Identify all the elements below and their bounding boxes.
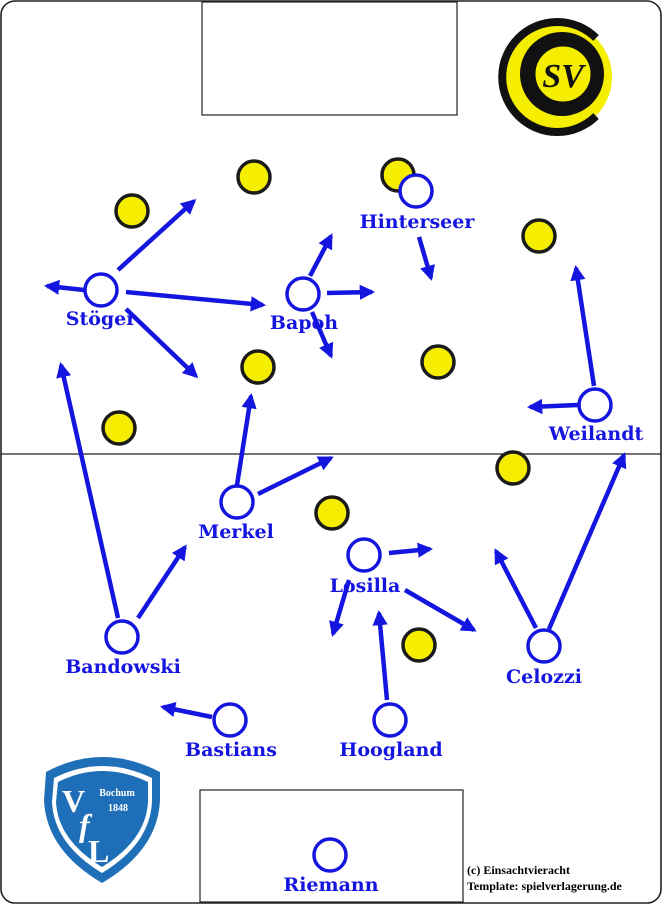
player-name-weilandt: Weilandt [548,423,644,445]
player-labels: Stöger Bapoh Hinterseer Weilandt Merkel … [65,211,643,896]
run-arrow [160,701,213,720]
player-name-riemann: Riemann [283,874,378,896]
player-name-hinterseer: Hinterseer [360,211,476,233]
opponent-player [240,349,276,385]
run-arrow [43,279,85,295]
credits: (c) Einsachtvieracht Template: spielverl… [467,863,623,893]
player-marker-bastians [212,702,248,738]
movement-arrows [43,198,627,720]
player-marker-celozzi [526,628,562,664]
player-marker-stoeger [83,272,119,308]
vfl-crest-name: Bochum [99,788,135,799]
run-arrow [372,609,390,701]
opponent-player [314,495,350,531]
player-marker-hinterseer [398,173,434,209]
opponent-player [236,159,272,195]
run-arrow [416,236,435,281]
top-goal-area [201,1,458,116]
credit-author: (c) Einsachtvieracht [467,863,570,877]
player-name-celozzi: Celozzi [506,666,582,688]
vfl-crest-letter-l: L [88,833,109,869]
player-name-bastians: Bastians [185,739,277,761]
home-players [83,173,613,873]
credit-template: Template: spielverlagerung.de [467,879,623,893]
run-arrow [570,264,597,387]
run-arrow [116,198,197,272]
player-name-bandowski: Bandowski [65,656,181,678]
sv-crest-text: SV [542,58,586,95]
run-arrow [309,311,334,359]
player-name-hoogland: Hoogland [339,739,442,761]
player-marker-losilla [346,537,382,573]
run-arrow [234,392,257,486]
player-marker-bandowski [104,619,140,655]
run-arrow [388,542,434,558]
vfl-bochum-crest-icon: V f L Bochum 1848 [44,757,160,883]
run-arrow [546,452,627,630]
player-name-bapoh: Bapoh [270,312,338,334]
opponent-player [101,410,137,446]
run-arrow [56,362,121,619]
opponent-player [521,218,557,254]
pass-arrow [125,289,267,312]
run-arrow [403,588,477,632]
run-arrow [526,398,579,415]
run-arrow [124,307,199,379]
player-marker-hoogland [372,702,408,738]
opponent-player [401,627,437,663]
player-name-stoeger: Stöger [66,308,138,330]
vfl-crest-letter-v: V [62,783,85,819]
run-arrow [308,233,333,278]
run-arrow [329,579,352,637]
bottom-goal-area [199,789,464,903]
player-name-losilla: Losilla [330,575,401,597]
player-marker-riemann [312,837,348,873]
run-arrow [257,455,334,497]
sv-crest-icon: SV [498,18,612,136]
run-arrow [494,548,538,630]
opponent-player [495,450,531,486]
player-name-merkel: Merkel [198,521,274,543]
opponent-player [114,193,150,229]
player-marker-merkel [219,484,255,520]
player-marker-weilandt [577,387,613,423]
vfl-crest-letter-f: f [79,807,93,843]
vfl-crest-year: 1848 [108,803,128,814]
player-marker-bapoh [285,276,321,312]
opponent-player [420,344,456,380]
run-arrow [326,284,376,300]
run-arrow [136,544,187,620]
